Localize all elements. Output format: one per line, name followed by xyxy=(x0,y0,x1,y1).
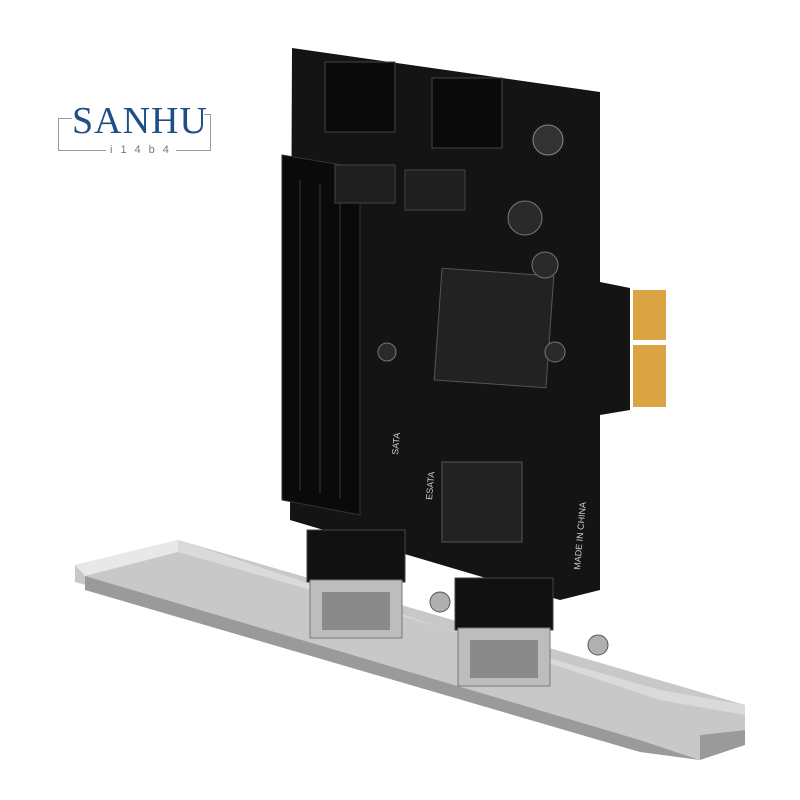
jumper-block-2 xyxy=(404,169,466,211)
sata-port-1 xyxy=(324,61,396,133)
screw-left xyxy=(429,591,451,613)
logo-name: SANHU xyxy=(72,100,208,142)
board-sata-text: SATA xyxy=(390,432,402,455)
metal-bracket xyxy=(75,540,745,760)
esata-port-left xyxy=(306,529,406,639)
brand-logo: SANHU i14b4 xyxy=(58,100,218,162)
gold-fingers-top xyxy=(633,290,666,340)
ide-connector xyxy=(281,154,361,516)
controller-chip xyxy=(433,267,555,389)
jumper-block-1 xyxy=(334,164,396,204)
sata-port-2 xyxy=(431,77,503,149)
logo-subtext: i14b4 xyxy=(110,144,177,156)
esata-port-right xyxy=(454,577,554,687)
screw-right xyxy=(587,634,609,656)
gold-fingers-bottom xyxy=(633,345,666,407)
flash-chip xyxy=(441,461,523,543)
circuit-board: MADE IN CHINA SATA ESATA xyxy=(281,48,666,600)
board-esata-text: ESATA xyxy=(424,471,436,500)
